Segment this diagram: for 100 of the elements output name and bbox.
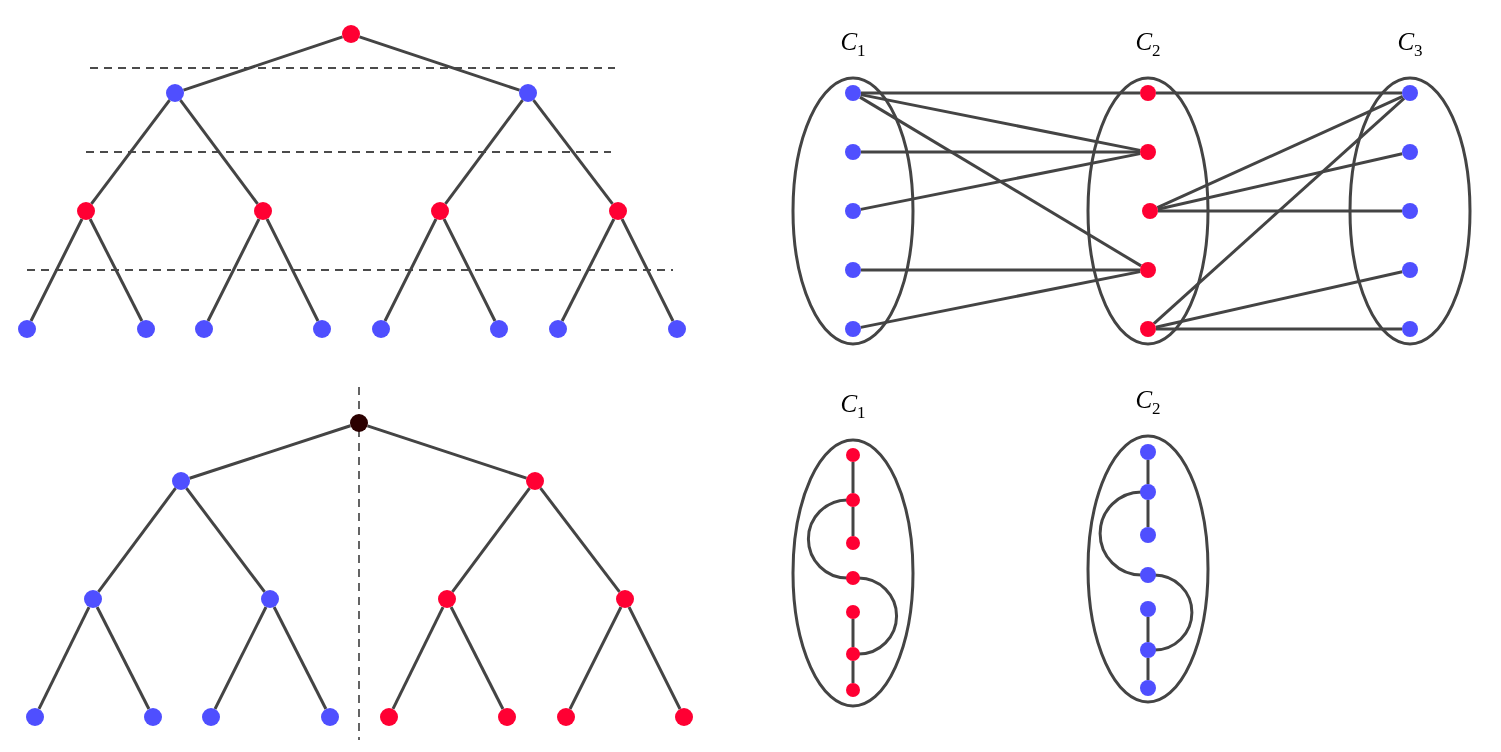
graph-vertex: [18, 320, 36, 338]
edge-line: [851, 619, 855, 647]
graph-vertex: [1140, 321, 1156, 337]
graph-vertex: [498, 708, 516, 726]
graph-vertex: [675, 708, 693, 726]
edge-line: [1154, 573, 1194, 652]
graph-vertex: [846, 647, 860, 661]
graph-vertex: [1140, 680, 1156, 696]
graph-vertex: [846, 448, 860, 462]
edge-line: [29, 218, 84, 322]
edge-line: [851, 661, 855, 683]
graph-vertex: [137, 320, 155, 338]
edge-line: [620, 218, 675, 322]
edge-line: [861, 150, 1140, 154]
edge-line: [1157, 152, 1403, 211]
graph-vertex: [1140, 642, 1156, 658]
graph-vertex: [431, 202, 449, 220]
graph-vertex: [845, 85, 861, 101]
edge-line: [807, 498, 848, 580]
graph-vertex: [845, 144, 861, 160]
edge-line: [185, 487, 266, 593]
edge-line: [37, 606, 91, 710]
edge-line: [383, 218, 438, 322]
graph-vertex: [380, 708, 398, 726]
graph-vertex: [1140, 527, 1156, 543]
graph-vertex: [1140, 444, 1156, 460]
graph-vertex: [350, 414, 368, 432]
edge-line: [451, 487, 531, 593]
edge-line: [539, 487, 621, 593]
graph-vertex: [1140, 262, 1156, 278]
edge-line: [97, 487, 177, 593]
graph-vertex: [616, 590, 634, 608]
edge-line: [88, 218, 144, 322]
graph-vertex: [1402, 85, 1418, 101]
graph-vertex: [490, 320, 508, 338]
cluster-label: C$_{1}$: [840, 29, 866, 59]
graph-vertex: [438, 590, 456, 608]
edge-line: [1156, 91, 1402, 95]
graph-vertex: [77, 202, 95, 220]
edge-line: [860, 152, 1141, 211]
edge-line: [179, 99, 259, 205]
edge-line: [627, 606, 682, 710]
graph-vertex: [342, 25, 360, 43]
graph-vertex: [1402, 321, 1418, 337]
edge-line: [206, 218, 261, 322]
graph-vertex: [846, 683, 860, 697]
graph-vertex: [1402, 203, 1418, 219]
edge-line: [1152, 97, 1406, 325]
edge-line: [95, 606, 151, 710]
graph-vertex: [609, 202, 627, 220]
edge-line: [860, 270, 1141, 329]
graph-vertex: [1140, 144, 1156, 160]
cluster-label: C$_{1}$: [840, 391, 866, 421]
edge-line: [532, 99, 614, 205]
edge-line: [1146, 500, 1150, 527]
graph-vertex: [846, 605, 860, 619]
graph-vertex: [372, 320, 390, 338]
graph-vertex: [84, 590, 102, 608]
graph-vertex: [1140, 85, 1156, 101]
graph-vertex: [321, 708, 339, 726]
edge-line: [858, 576, 899, 656]
edge-line: [442, 218, 497, 322]
cluster-label: C$_{3}$: [1397, 29, 1423, 59]
graph-vertex: [526, 472, 544, 490]
edge-line: [568, 606, 623, 710]
edge-line: [861, 91, 1140, 95]
graph-vertex: [846, 536, 860, 550]
graph-vertex: [845, 203, 861, 219]
graph-vertex: [519, 84, 537, 102]
edge-line: [860, 93, 1141, 152]
graph-vertex: [1140, 567, 1156, 583]
edge-line: [1146, 617, 1150, 642]
edge-line: [1158, 209, 1402, 213]
edge-line: [851, 462, 855, 493]
edge-line: [1155, 270, 1403, 329]
graph-vertex: [166, 84, 184, 102]
edge-line: [359, 35, 520, 92]
edge-line: [391, 606, 445, 710]
edge-line: [367, 424, 527, 480]
graph-vertex: [1402, 144, 1418, 160]
graph-vertex: [254, 202, 272, 220]
graph-vertex: [261, 590, 279, 608]
edge-line: [1146, 460, 1150, 484]
graph-vertex: [846, 493, 860, 507]
graph-vertex: [26, 708, 44, 726]
cluster-label: C$_{2}$: [1135, 387, 1161, 417]
edge-line: [189, 424, 351, 480]
graph-vertex: [1140, 601, 1156, 617]
graph-vertex: [1142, 203, 1158, 219]
graph-vertex: [313, 320, 331, 338]
graph-vertex: [557, 708, 575, 726]
graph-vertex: [1402, 262, 1418, 278]
edge-line: [851, 507, 855, 536]
graph-vertex: [144, 708, 162, 726]
graph-vertex: [195, 320, 213, 338]
graph-vertex: [845, 321, 861, 337]
edge-line: [1156, 94, 1404, 210]
edge-line: [444, 99, 524, 205]
graph-vertex: [1140, 484, 1156, 500]
edge-line: [1098, 490, 1142, 577]
